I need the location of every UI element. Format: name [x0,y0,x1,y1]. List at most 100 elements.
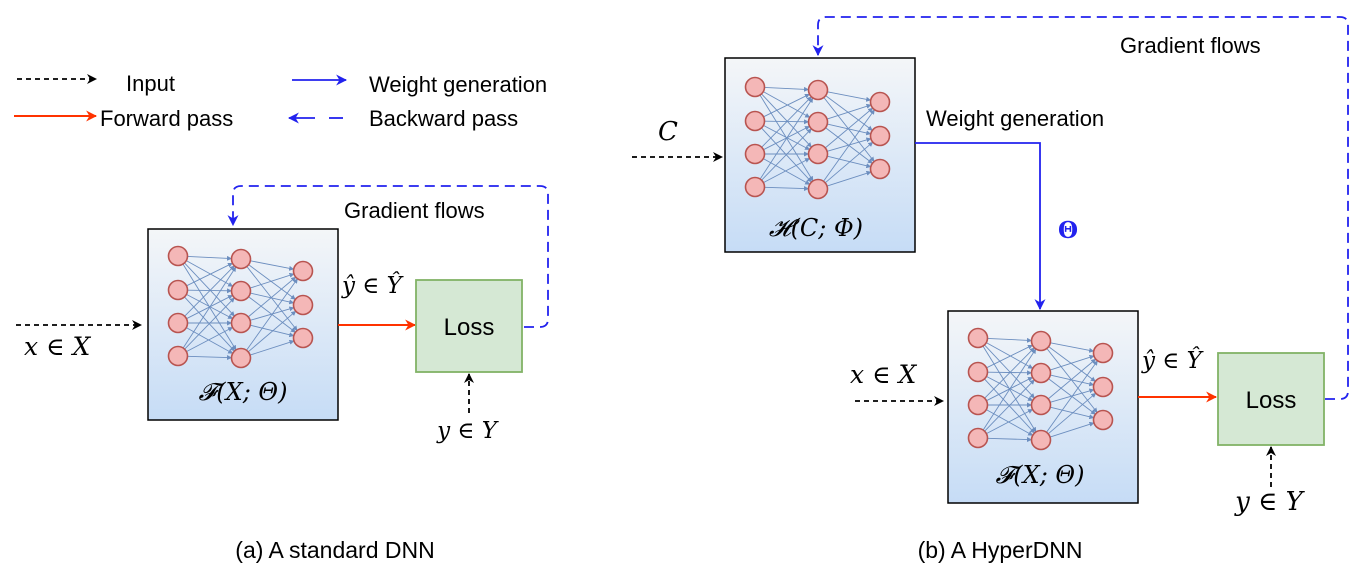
neuron [1030,362,1052,384]
network-edge [982,348,1037,431]
standard-dnn-panel: Gradient flows 𝓕(X; Θ) x ∈ X ŷ ∈ Ŷ Loss … [16,185,549,563]
network-edge [1046,348,1098,413]
standard-input-label: x ∈ X [24,332,91,361]
neuron [807,79,829,101]
network-edge [984,379,1035,432]
network-edge [184,297,235,350]
standard-loss-label: Loss [444,314,495,341]
network-edge [763,158,811,183]
network-edge [824,141,874,184]
neuron [1030,330,1052,352]
weight-generation-arrow [915,142,1046,311]
standard-target-label: y ∈ Y [436,418,500,444]
neuron [967,361,989,383]
network-edge [1049,421,1095,438]
network-edge [187,255,233,261]
network-edge [247,276,297,318]
legend-backward-label: Backward pass [369,106,518,131]
neuron [1030,394,1052,416]
network-edge [984,344,1035,399]
neuron [230,347,252,369]
network-edge [987,337,1033,343]
network-edge [1050,406,1095,420]
network-edge [986,409,1034,434]
network-edge [187,355,233,361]
network-edge [248,264,296,300]
theta-label: Θ [1058,217,1078,244]
network-edge [827,123,872,136]
neuron [967,327,989,349]
hyper-main-network-label: 𝓕(X; Θ) [996,461,1085,489]
hyper-input-label: x ∈ X [850,360,917,389]
network-edge [761,96,812,148]
neuron [1092,376,1114,398]
neuron [869,91,891,113]
hyper-caption: (b) A HyperDNN [918,537,1083,563]
network-edge [186,327,234,352]
network-edge [1049,354,1095,371]
network-edge [984,347,1035,399]
neuron [807,143,829,165]
network-edge [987,437,1033,443]
standard-network-label: 𝓕(X; Θ) [199,378,288,406]
network-edge [826,103,872,120]
network-edge [247,310,297,353]
network-edge [763,91,811,118]
network-edge [761,128,812,181]
network-edge [825,95,873,131]
standard-output-label: ŷ ∈ Ŷ [341,272,405,299]
standard-caption: (a) A standard DNN [235,537,434,563]
neuron [807,111,829,133]
network-edge [827,91,872,102]
hypernetwork-nodes [744,76,891,200]
network-edge [986,344,1033,369]
network-edge [246,278,298,351]
network-edge [249,272,295,289]
network-edge [826,170,872,187]
hyper-gradient-flow-arrow [812,16,1349,400]
neuron [292,294,314,316]
neuron [230,248,252,270]
context-label: C [658,117,678,147]
neuron [744,76,766,98]
standard-gradient-flow-arrow [227,185,549,328]
network-edge [1047,358,1097,400]
network-edge [186,262,233,287]
hyper-output-label: ŷ ∈ Ŷ [1141,347,1205,374]
neuron [230,312,252,334]
neuron [1030,429,1052,451]
network-edge [761,93,812,148]
neuron [744,176,766,198]
hyper-gradient-label: Gradient flows [1120,33,1261,58]
legend-weight-label: Weight generation [369,72,547,97]
network-edge [250,324,295,338]
neuron [167,345,189,367]
hyper-target-label: y ∈ Y [1234,487,1305,517]
hypernetwork-label: 𝓗(C; Φ) [769,214,863,242]
hyper-loss-label: Loss [1246,387,1297,414]
network-edge [1050,374,1095,387]
neuron [967,394,989,416]
neuron [167,279,189,301]
network-edge [1050,342,1095,353]
network-edge [763,93,810,118]
network-edge [246,266,298,331]
standard-gradient-label: Gradient flows [344,198,485,223]
legend-forward-label: Forward pass [100,106,233,131]
neuron [292,327,314,349]
network-edge [1046,360,1098,433]
neuron [869,125,891,147]
network-edge [986,342,1034,369]
neuron [1092,342,1114,364]
legend-input-label: Input [126,71,175,96]
standard-network-nodes [167,245,314,369]
network-edge [184,265,235,317]
neuron [1092,409,1114,431]
network-edge [182,266,237,349]
neuron [807,178,829,200]
neuron [230,280,252,302]
network-edge [824,107,874,149]
network-edge [250,292,295,305]
weight-generation-label: Weight generation [926,106,1104,131]
